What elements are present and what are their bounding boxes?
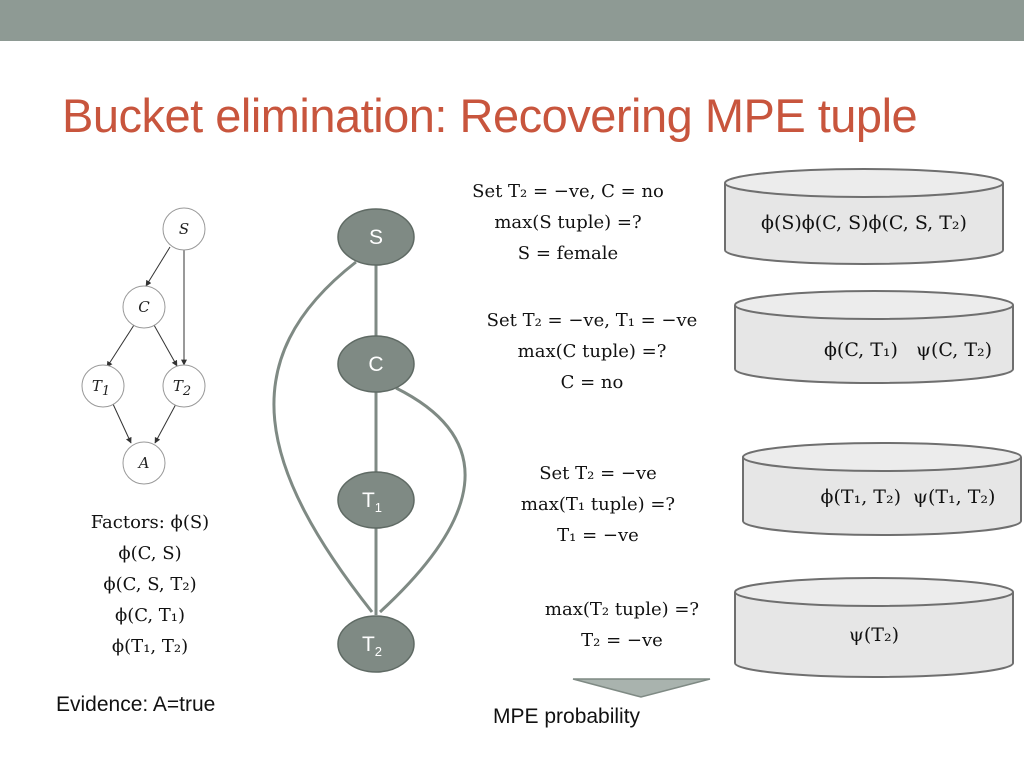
network-node-a: A	[122, 441, 166, 485]
bucket-3-label: ϕ(T₁, T₂) ψ(T₁, T₂)	[821, 486, 996, 508]
bucket-2: ϕ(C, T₁) ψ(C, T₂)	[734, 290, 1014, 384]
step-c: Set T₂ = −ve, T₁ = −ve max(C tuple) =? C…	[442, 305, 742, 398]
step-t1: Set T₂ = −ve max(T₁ tuple) =? T₁ = −ve	[478, 458, 718, 551]
factor-line: Factors: ϕ(S)	[90, 512, 210, 533]
step-line: Set T₂ = −ve, C = no	[472, 181, 664, 202]
svg-text:C: C	[138, 298, 150, 316]
network-node-t2: T2	[162, 364, 206, 408]
svg-text:C: C	[368, 353, 383, 376]
network-node-c: C	[122, 285, 166, 329]
factor-line: ϕ(C, S)	[118, 543, 182, 564]
step-line: max(S tuple) =?	[494, 212, 642, 233]
factor-line: ϕ(C, S, T₂)	[103, 574, 197, 595]
chain-node-t2: T2	[337, 615, 415, 673]
step-line: max(T₁ tuple) =?	[520, 494, 676, 515]
svg-text:T2: T2	[362, 633, 382, 659]
top-bar	[0, 0, 1024, 41]
svg-text:S: S	[369, 226, 383, 249]
step-line: T₁ = −ve	[557, 525, 639, 546]
step-s: Set T₂ = −ve, C = no max(S tuple) =? S =…	[430, 176, 706, 269]
chain-node-s: S	[337, 208, 415, 266]
svg-text:A: A	[137, 454, 150, 472]
svg-text:T1: T1	[92, 377, 110, 399]
network-node-t1: T1	[81, 364, 125, 408]
result-label: MPE probability	[493, 705, 641, 728]
bucket-2-label: ϕ(C, T₁) ψ(C, T₂)	[824, 339, 992, 361]
svg-text:T1: T1	[362, 489, 382, 515]
step-line: S = female	[517, 243, 619, 264]
bucket-3: ϕ(T₁, T₂) ψ(T₁, T₂)	[742, 442, 1022, 536]
svg-text:T2: T2	[173, 377, 191, 399]
factors-list: Factors: ϕ(S) ϕ(C, S) ϕ(C, S, T₂) ϕ(C, T…	[40, 507, 260, 662]
network-node-s: S	[162, 207, 206, 251]
bucket-4-label: ψ(T₂)	[849, 624, 899, 646]
chain-node-c: C	[337, 335, 415, 393]
network-edges	[106, 246, 187, 444]
down-arrow-icon	[572, 678, 711, 698]
bucket-1: ϕ(S)ϕ(C, S)ϕ(C, S, T₂)	[724, 168, 1004, 265]
step-t2: max(T₂ tuple) =? T₂ = −ve	[502, 594, 742, 656]
bucket-1-label: ϕ(S)ϕ(C, S)ϕ(C, S, T₂)	[761, 212, 967, 234]
slide-title: Bucket elimination: Recovering MPE tuple	[62, 89, 918, 142]
evidence-label: Evidence: A=true	[56, 693, 216, 716]
chain-node-t1: T1	[337, 471, 415, 529]
svg-text:S: S	[179, 220, 189, 238]
step-line: max(T₂ tuple) =?	[544, 599, 700, 620]
factor-line: ϕ(T₁, T₂)	[111, 636, 189, 657]
step-line: Set T₂ = −ve, T₁ = −ve	[486, 310, 698, 331]
step-line: T₂ = −ve	[581, 630, 663, 651]
chain-edges	[272, 260, 467, 615]
bucket-4: ψ(T₂)	[734, 577, 1014, 678]
step-line: Set T₂ = −ve	[539, 463, 657, 484]
step-line: max(C tuple) =?	[517, 341, 667, 362]
factor-line: ϕ(C, T₁)	[114, 605, 186, 626]
step-line: C = no	[560, 372, 624, 393]
